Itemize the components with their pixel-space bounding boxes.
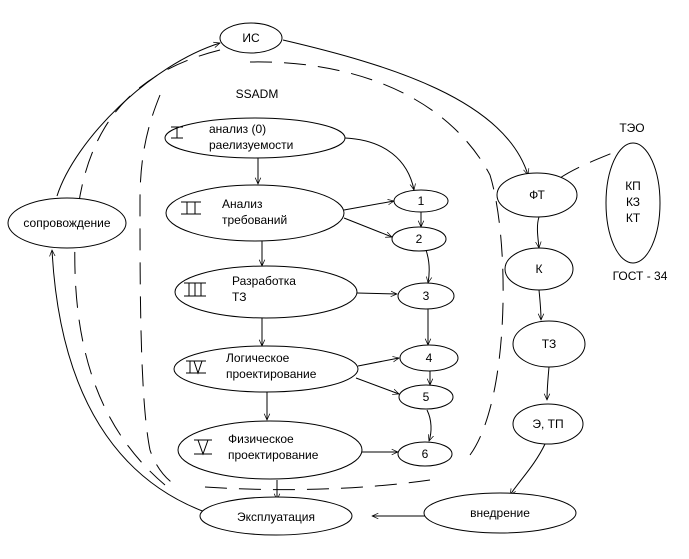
gost-node-etp: Э, ТП <box>512 403 584 445</box>
step-5-label: 5 <box>423 390 430 404</box>
gost-node-tz: ТЗ <box>512 320 586 368</box>
support-node: сопровождение <box>7 197 127 249</box>
edge-tz-to-etp <box>547 366 549 400</box>
step-2-label: 2 <box>416 232 423 246</box>
document-kp: КП <box>625 179 641 193</box>
document-kt: КТ <box>626 211 641 225</box>
edge-stage2-to-step2 <box>343 217 392 237</box>
stage-4-line-1: Логическое <box>226 351 290 365</box>
step-3-label: 3 <box>423 289 430 303</box>
step-node-2: 2 <box>391 226 447 252</box>
deployment-node: внедрение <box>423 492 577 534</box>
support-label: сопровождение <box>23 216 110 230</box>
outer-dashed-boundary-right <box>249 61 504 456</box>
edge-is-to-ft <box>282 39 528 175</box>
edge-step2-to-step3 <box>425 249 429 283</box>
methodology-label: SSADM <box>236 87 279 101</box>
step-node-6: 6 <box>397 441 453 467</box>
documents-top-label: ТЭО <box>619 121 644 135</box>
stage-node-4: Логическое проектирование <box>173 345 359 393</box>
step-node-1: 1 <box>393 189 449 213</box>
edge-step5-to-step6 <box>426 409 431 441</box>
operation-label: Эксплуатация <box>237 510 315 524</box>
inner-dashed-boundary-bottom <box>204 479 431 491</box>
stage-1-line-2: раелизуемости <box>209 138 293 152</box>
edge-stage4-to-step5 <box>355 377 399 394</box>
stage-node-5: Физическое проектирование <box>177 420 363 480</box>
edge-stage3-to-step3 <box>356 293 397 294</box>
edge-ft-to-k <box>537 216 539 248</box>
edge-k-to-tz <box>539 289 541 320</box>
step-node-3: 3 <box>397 282 455 310</box>
edge-support-to-is <box>56 43 220 197</box>
step-node-4: 4 <box>399 344 459 372</box>
stage-5-line-2: проектирование <box>228 448 319 462</box>
stage-4-line-2: проектирование <box>226 367 317 381</box>
stage-2-line-2: требований <box>222 213 287 227</box>
gost-ft-label: ФТ <box>529 188 545 202</box>
stage-node-3: Разработка ТЗ <box>174 265 358 319</box>
operation-node: Эксплуатация <box>199 496 353 536</box>
step-4-label: 4 <box>426 351 433 365</box>
is-label: ИС <box>242 31 260 45</box>
stage-numeral-4 <box>186 360 206 375</box>
step-1-label: 1 <box>418 194 425 208</box>
stage-node-2: Анализ требований <box>165 184 345 242</box>
documents-node: КП КЗ КТ <box>605 142 661 264</box>
stage-5-line-1: Физическое <box>228 432 294 446</box>
edge-stage2-to-step1 <box>343 201 394 211</box>
gost-node-k: К <box>504 247 574 291</box>
gost-node-ft: ФТ <box>496 172 578 218</box>
stage-numeral-2 <box>181 201 201 215</box>
edge-operation-to-support <box>52 250 206 513</box>
edge-etp-to-deployment <box>510 443 546 495</box>
edge-stage4-to-step4 <box>357 358 399 367</box>
deployment-label: внедрение <box>470 506 530 520</box>
gost-tz-label: ТЗ <box>542 337 556 351</box>
stage-numeral-3 <box>184 282 206 297</box>
step-6-label: 6 <box>422 447 429 461</box>
is-node: ИС <box>219 22 283 54</box>
gost-k-label: К <box>536 262 543 276</box>
stage-3-line-1: Разработка <box>232 274 296 288</box>
edge-stage1-to-step1 <box>344 137 414 190</box>
stage-numeral-5 <box>194 439 212 456</box>
stage-numeral-1 <box>171 126 183 139</box>
inner-dashed-boundary <box>139 94 181 489</box>
step-node-5: 5 <box>398 384 454 410</box>
gost-etp-label: Э, ТП <box>532 417 563 431</box>
documents-standard-label: ГОСТ - 34 <box>613 269 668 283</box>
stage-2-line-1: Анализ <box>222 197 263 211</box>
stage-node-1: анализ (0) раелизуемости <box>164 117 346 159</box>
document-kz: КЗ <box>626 195 640 209</box>
stage-3-line-2: ТЗ <box>232 290 246 304</box>
stage-1-line-1: анализ (0) <box>209 122 266 136</box>
documents-dashed-link <box>559 151 616 179</box>
